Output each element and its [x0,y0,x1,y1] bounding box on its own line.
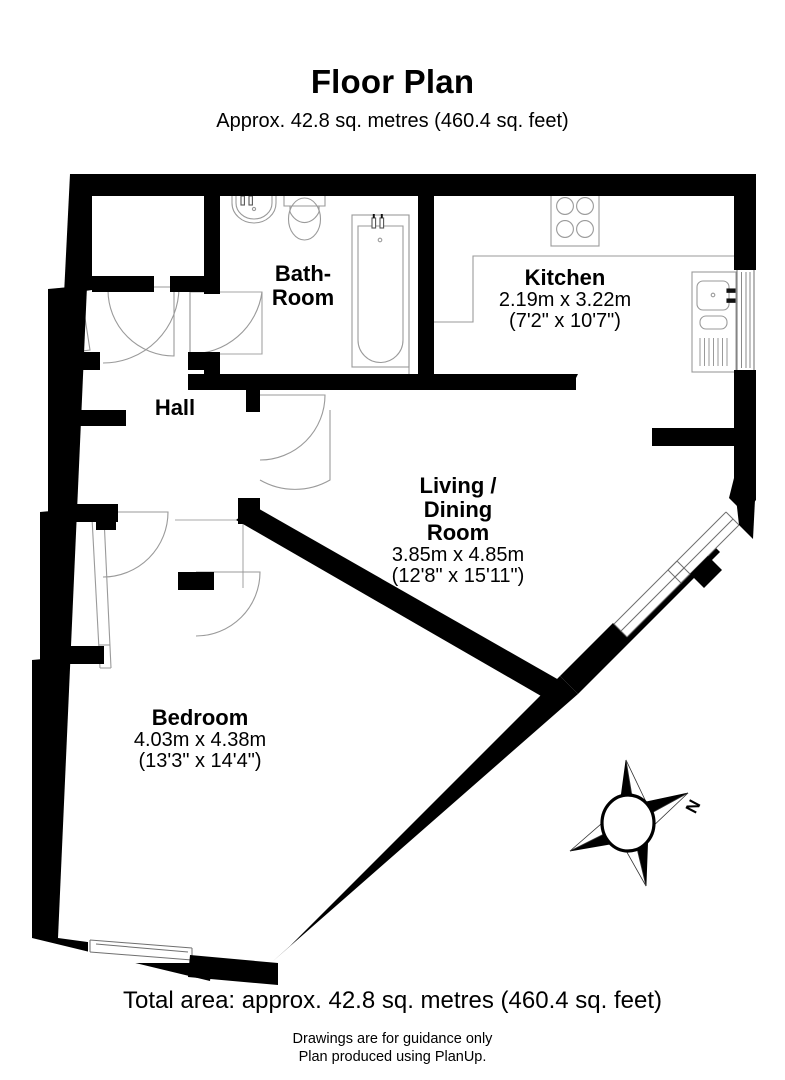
wall-stub-entry-left [92,276,154,292]
door-arc-entrance-2 [107,289,175,357]
compass-rose [569,759,689,887]
window-bedroom [89,939,193,961]
door-arc-entrance [102,286,180,364]
wall-stub-hall-left-bottom [60,646,104,664]
disclaimer-block: Drawings are for guidance only Plan prod… [0,1030,785,1066]
walls-layer [32,174,756,985]
wall-stub-entry-right [170,276,220,292]
door-arcs-layer [102,286,331,637]
windows-layer [736,267,755,373]
kitchen-counter-icon [430,255,742,323]
disclaimer-line-1: Drawings are for guidance only [292,1031,493,1047]
wall-living-left-stub [238,498,254,524]
kitchen-dimensions-imperial: (7'2" x 10'7") [509,309,621,332]
wall-right-lower [734,370,756,480]
wall-internal-diagonal [236,506,566,700]
bathroom-name-line2: Room [271,284,335,310]
bay-windows-layer [612,480,756,638]
living-name-line1: Living / [419,473,497,498]
wall-bath-right [418,196,434,380]
wall-top [70,174,756,196]
wall-stub-entry-bottom-left [62,352,100,370]
bedroom-dimensions-metric: 4.03m x 4.38m [133,728,267,751]
wall-bottom [188,955,278,985]
hall-cupboard [91,517,112,669]
window-bay-upper-gap [666,510,739,583]
door-panel-bathroom [189,291,263,355]
hall-name: Hall [154,395,196,420]
room-label-kitchen: Kitchen 2.19m x 3.22m (7'2" x 10'7") [455,266,675,332]
plan-approx-area: Approx. 42.8 sq. metres (460.4 sq. feet) [216,110,569,132]
room-label-bathroom: Bath- Room [248,262,358,309]
jamb-hall-bath [246,388,260,412]
window-bay-lower-frame [613,560,691,638]
wall-stub-entry-bottom-right [188,352,220,370]
living-name-line2: Dining [423,496,493,522]
plan-header: Floor Plan Approx. 42.8 sq. metres (460.… [0,62,785,134]
door-arc-bedroom [195,571,261,637]
compass-circle [600,793,656,853]
page-title: Floor Plan [310,63,475,100]
bedroom-name: Bedroom [151,705,249,730]
wall-right-upper [734,174,756,270]
wall-kitchen-stub-right [652,428,756,446]
bay-wall-clean [729,478,756,514]
wall-stub-hall-left-upper [78,410,126,426]
living-name-line3: Room [426,520,490,546]
room-label-bedroom: Bedroom 4.03m x 4.38m (13'3" x 14'4") [90,706,310,772]
wall-bay-mid-seg [690,556,722,588]
wall-bath-left-upper [204,196,220,292]
bedroom-dimensions-imperial: (13'3" x 14'4") [138,749,262,772]
room-label-hall: Hall [120,396,230,420]
wall-kitchen-bottom [434,374,568,390]
bathroom-name-line1: Bath- [274,261,332,286]
kitchen-dimensions-metric: 2.19m x 3.22m [498,288,632,311]
bathtub-icon [351,214,410,368]
kitchen-hob-icon [550,189,600,247]
kitchen-sink-icon [691,271,737,373]
living-dimensions-metric: 3.85m x 4.85m [391,543,525,566]
living-dimensions-imperial: (12'8" x 15'11") [391,564,525,587]
door-arc-hall-living [259,410,331,490]
kitchen-name: Kitchen [524,265,606,290]
wall-kitchen-bottom-cap [560,374,578,390]
window-bay-lower-gap [612,559,690,637]
door-arc-hall-bath [259,394,326,461]
jamb-cupboard [56,504,112,522]
jamb-bedroom [178,572,214,590]
window-kitchen [736,267,755,373]
disclaimer-line-2: Plan produced using PlanUp. [298,1049,487,1065]
wall-bay-elbow [729,478,756,514]
total-area-text: Total area: approx. 42.8 sq. metres (460… [123,987,662,1014]
door-arc-cupboard [102,511,169,578]
wall-diagonal-bottom [272,676,578,962]
room-label-living-dining: Living / Dining Room 3.85m x 4.85m (12'8… [348,474,568,587]
